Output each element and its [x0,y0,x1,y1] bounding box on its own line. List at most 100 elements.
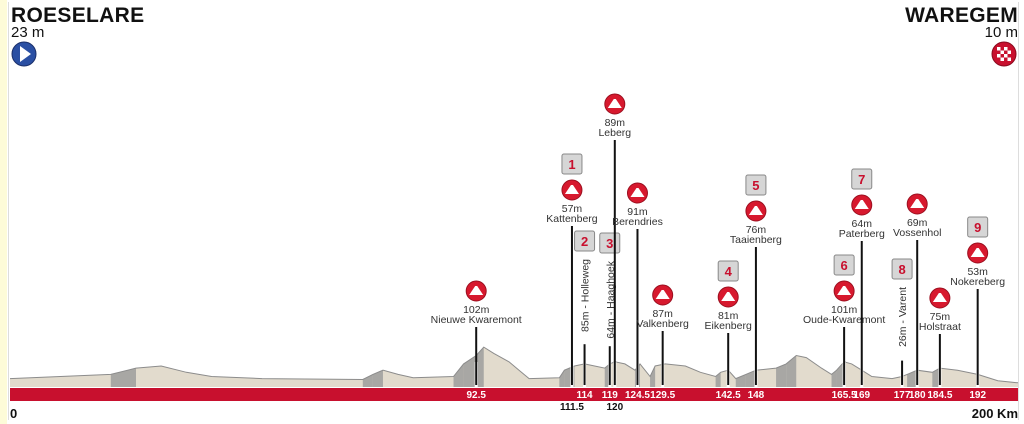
terrain-ascent [463,355,477,387]
climb-number: 5 [752,178,759,193]
climb-altitude: 53m [967,266,988,278]
terrain-ascent [476,347,484,387]
terrain-ascent [735,374,746,387]
terrain-ascent [559,370,565,387]
climb-km-label: 180 [909,390,926,401]
terrain-ascent [836,361,845,387]
climb-number: 3 [606,236,613,251]
climb-altitude: 102m [463,304,490,316]
climb-altitude: 87m [652,308,673,320]
climb-altitude: 91m [627,206,648,218]
checkered-flag-icon [991,41,1017,67]
terrain-ascent [831,370,837,387]
climb-number-box: 8 [891,258,913,280]
climb-number: 9 [974,220,981,235]
terrain-outline [9,346,1019,384]
climb-icon [465,280,487,302]
axis-end-label: 200 Km [972,406,1018,421]
climb-km-label: 142.5 [716,390,741,401]
start-altitude: 23 m [11,24,45,41]
climb-number: 7 [858,172,865,187]
climb-km-label: 184.5 [927,390,952,401]
climb-icon [833,280,855,302]
left-border [8,2,9,420]
climb-km-label: 124.5 [625,390,650,401]
climb-km-label: 114 [576,390,593,401]
climb-km-label: 119 [602,390,619,401]
climb-number: 1 [568,157,575,172]
climb-marker: 26m - Varent 177 [894,287,911,401]
axis-start-label: 0 [10,406,17,421]
climb-number-box: 2 [574,230,596,252]
climb-icon [745,200,767,222]
climb-altitude: 75m [930,311,951,323]
climb-name: Holstraat [919,321,961,333]
climb-km-label: 129.5 [650,390,675,401]
climb-icon [906,193,928,215]
climb-altitude: 69m [907,217,928,229]
climb-name: Kattenberg [546,213,598,225]
climb-km-label: 148 [748,390,765,401]
climb-name: Taaienberg [730,234,782,246]
climb-number-box: 6 [833,254,855,276]
climb-name: Leberg [598,127,631,139]
distance-band [10,388,1018,401]
climb-number-box: 5 [745,174,767,196]
climb-number-box: 1 [561,153,583,175]
climb-number: 4 [725,264,733,279]
climb-number-box: 4 [717,260,739,282]
climb-icon [652,284,674,306]
climb-altitude: 81m [718,310,739,322]
climb-name: Eikenberg [705,320,752,332]
climb-km-label: 111.5 [560,402,584,413]
climb-km-label: 169 [853,390,870,401]
climb-km-label: 120 [606,402,623,413]
climb-icon [929,287,951,309]
terrain-profile [10,347,1018,387]
climb-icon [717,286,739,308]
climb-name: Vossenhol [893,227,941,239]
terrain-ascent [650,366,656,387]
right-border [1018,2,1019,420]
climb-altitude: 76m [746,224,767,236]
left-margin-strip [0,0,7,424]
terrain-ascent [776,363,787,387]
climb-km-label: 177 [894,390,911,401]
climb-label: 26m - Varent [897,287,909,347]
climb-icon [604,93,626,115]
climb-icon [561,179,583,201]
terrain-ascent [453,363,464,387]
climb-name: Oude-Kwaremont [803,314,885,326]
finish-altitude: 10 m [984,24,1018,41]
climb-number-box: 3 [599,232,621,254]
climb-name: Nieuwe Kwaremont [431,314,522,326]
climb-icon [626,182,648,204]
terrain-ascent [745,370,756,387]
climb-number: 6 [841,258,848,273]
finish-city: WAREGEM [905,4,1018,27]
climb-icon [851,194,873,216]
climb-icon [967,242,989,264]
terrain-ascent [362,374,373,387]
climb-altitude: 57m [562,203,583,215]
climb-altitude: 64m [852,218,873,230]
terrain-ascent [907,370,918,387]
climb-number-box: 7 [851,168,873,190]
climb-altitude: 89m [605,117,626,129]
terrain-ascent [372,370,383,387]
